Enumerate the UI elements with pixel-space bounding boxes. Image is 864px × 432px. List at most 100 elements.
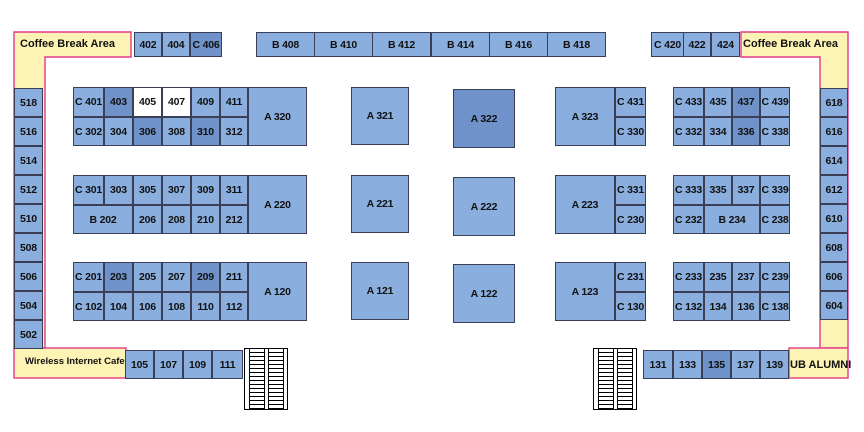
booth-135[interactable]: 135 (702, 350, 731, 379)
booth-508[interactable]: 508 (14, 233, 43, 262)
booth-c-338[interactable]: C 338 (760, 117, 790, 146)
booth-105[interactable]: 105 (125, 350, 154, 379)
booth-512[interactable]: 512 (14, 175, 43, 204)
booth-107[interactable]: 107 (154, 350, 183, 379)
booth-424[interactable]: 424 (711, 32, 740, 57)
booth-209[interactable]: 209 (191, 262, 220, 292)
booth-304[interactable]: 304 (104, 117, 133, 146)
booth-b-410[interactable]: B 410 (314, 32, 373, 57)
booth-c-406[interactable]: C 406 (190, 32, 222, 57)
booth-610[interactable]: 610 (820, 204, 848, 233)
booth-435[interactable]: 435 (704, 87, 732, 117)
booth-b-414[interactable]: B 414 (431, 32, 490, 57)
booth-a-221[interactable]: A 221 (351, 175, 409, 233)
booth-a-120[interactable]: A 120 (248, 262, 307, 321)
booth-111[interactable]: 111 (212, 350, 243, 379)
booth-c-102[interactable]: C 102 (73, 292, 104, 321)
booth-514[interactable]: 514 (14, 146, 43, 175)
booth-136[interactable]: 136 (732, 292, 760, 321)
booth-108[interactable]: 108 (162, 292, 191, 321)
booth-235[interactable]: 235 (704, 262, 732, 292)
booth-c-138[interactable]: C 138 (760, 292, 790, 321)
booth-211[interactable]: 211 (220, 262, 248, 292)
booth-404[interactable]: 404 (162, 32, 190, 57)
booth-403[interactable]: 403 (104, 87, 133, 117)
booth-608[interactable]: 608 (820, 233, 848, 262)
booth-c-339[interactable]: C 339 (760, 175, 790, 205)
booth-411[interactable]: 411 (220, 87, 248, 117)
booth-b-416[interactable]: B 416 (489, 32, 548, 57)
booth-309[interactable]: 309 (191, 175, 220, 205)
booth-a-321[interactable]: A 321 (351, 87, 409, 145)
booth-b-412[interactable]: B 412 (372, 32, 431, 57)
booth-612[interactable]: 612 (820, 175, 848, 204)
booth-305[interactable]: 305 (133, 175, 162, 205)
booth-337[interactable]: 337 (732, 175, 760, 205)
booth-604[interactable]: 604 (820, 291, 848, 320)
booth-506[interactable]: 506 (14, 262, 43, 291)
booth-a-322[interactable]: A 322 (453, 89, 515, 148)
booth-310[interactable]: 310 (191, 117, 220, 146)
booth-a-323[interactable]: A 323 (555, 87, 615, 146)
booth-334[interactable]: 334 (704, 117, 732, 146)
booth-203[interactable]: 203 (104, 262, 133, 292)
booth-109[interactable]: 109 (183, 350, 212, 379)
booth-335[interactable]: 335 (704, 175, 732, 205)
booth-104[interactable]: 104 (104, 292, 133, 321)
booth-110[interactable]: 110 (191, 292, 220, 321)
booth-c-330[interactable]: C 330 (615, 117, 646, 146)
booth-510[interactable]: 510 (14, 204, 43, 233)
booth-131[interactable]: 131 (643, 350, 673, 379)
booth-c-331[interactable]: C 331 (615, 175, 646, 205)
booth-409[interactable]: 409 (191, 87, 220, 117)
booth-c-439[interactable]: C 439 (760, 87, 790, 117)
booth-c-302[interactable]: C 302 (73, 117, 104, 146)
booth-a-222[interactable]: A 222 (453, 177, 515, 236)
booth-618[interactable]: 618 (820, 88, 848, 117)
booth-c-232[interactable]: C 232 (673, 205, 704, 234)
booth-c-130[interactable]: C 130 (615, 292, 646, 321)
booth-616[interactable]: 616 (820, 117, 848, 146)
booth-b-202[interactable]: B 202 (73, 205, 133, 234)
booth-405[interactable]: 405 (133, 87, 162, 117)
booth-312[interactable]: 312 (220, 117, 248, 146)
booth-a-122[interactable]: A 122 (453, 264, 515, 323)
booth-139[interactable]: 139 (760, 350, 789, 379)
booth-a-121[interactable]: A 121 (351, 262, 409, 320)
booth-212[interactable]: 212 (220, 205, 248, 234)
booth-207[interactable]: 207 (162, 262, 191, 292)
booth-402[interactable]: 402 (134, 32, 162, 57)
booth-b-234[interactable]: B 234 (704, 205, 760, 234)
booth-137[interactable]: 137 (731, 350, 760, 379)
booth-c-238[interactable]: C 238 (760, 205, 790, 234)
booth-c-433[interactable]: C 433 (673, 87, 704, 117)
booth-606[interactable]: 606 (820, 262, 848, 291)
booth-205[interactable]: 205 (133, 262, 162, 292)
booth-422[interactable]: 422 (683, 32, 711, 57)
booth-518[interactable]: 518 (14, 88, 43, 117)
booth-336[interactable]: 336 (732, 117, 760, 146)
booth-208[interactable]: 208 (162, 205, 191, 234)
booth-133[interactable]: 133 (673, 350, 702, 379)
booth-308[interactable]: 308 (162, 117, 191, 146)
booth-c-401[interactable]: C 401 (73, 87, 104, 117)
booth-c-239[interactable]: C 239 (760, 262, 790, 292)
booth-407[interactable]: 407 (162, 87, 191, 117)
booth-c-301[interactable]: C 301 (73, 175, 104, 205)
booth-c-132[interactable]: C 132 (673, 292, 704, 321)
booth-c-332[interactable]: C 332 (673, 117, 704, 146)
booth-134[interactable]: 134 (704, 292, 732, 321)
booth-a-220[interactable]: A 220 (248, 175, 307, 234)
booth-112[interactable]: 112 (220, 292, 248, 321)
booth-c-201[interactable]: C 201 (73, 262, 104, 292)
booth-c-333[interactable]: C 333 (673, 175, 704, 205)
booth-c-230[interactable]: C 230 (615, 205, 646, 234)
booth-614[interactable]: 614 (820, 146, 848, 175)
booth-502[interactable]: 502 (14, 320, 43, 349)
booth-303[interactable]: 303 (104, 175, 133, 205)
booth-504[interactable]: 504 (14, 291, 43, 320)
booth-306[interactable]: 306 (133, 117, 162, 146)
booth-b-408[interactable]: B 408 (256, 32, 315, 57)
booth-c-420[interactable]: C 420 (651, 32, 684, 57)
booth-a-123[interactable]: A 123 (555, 262, 615, 321)
